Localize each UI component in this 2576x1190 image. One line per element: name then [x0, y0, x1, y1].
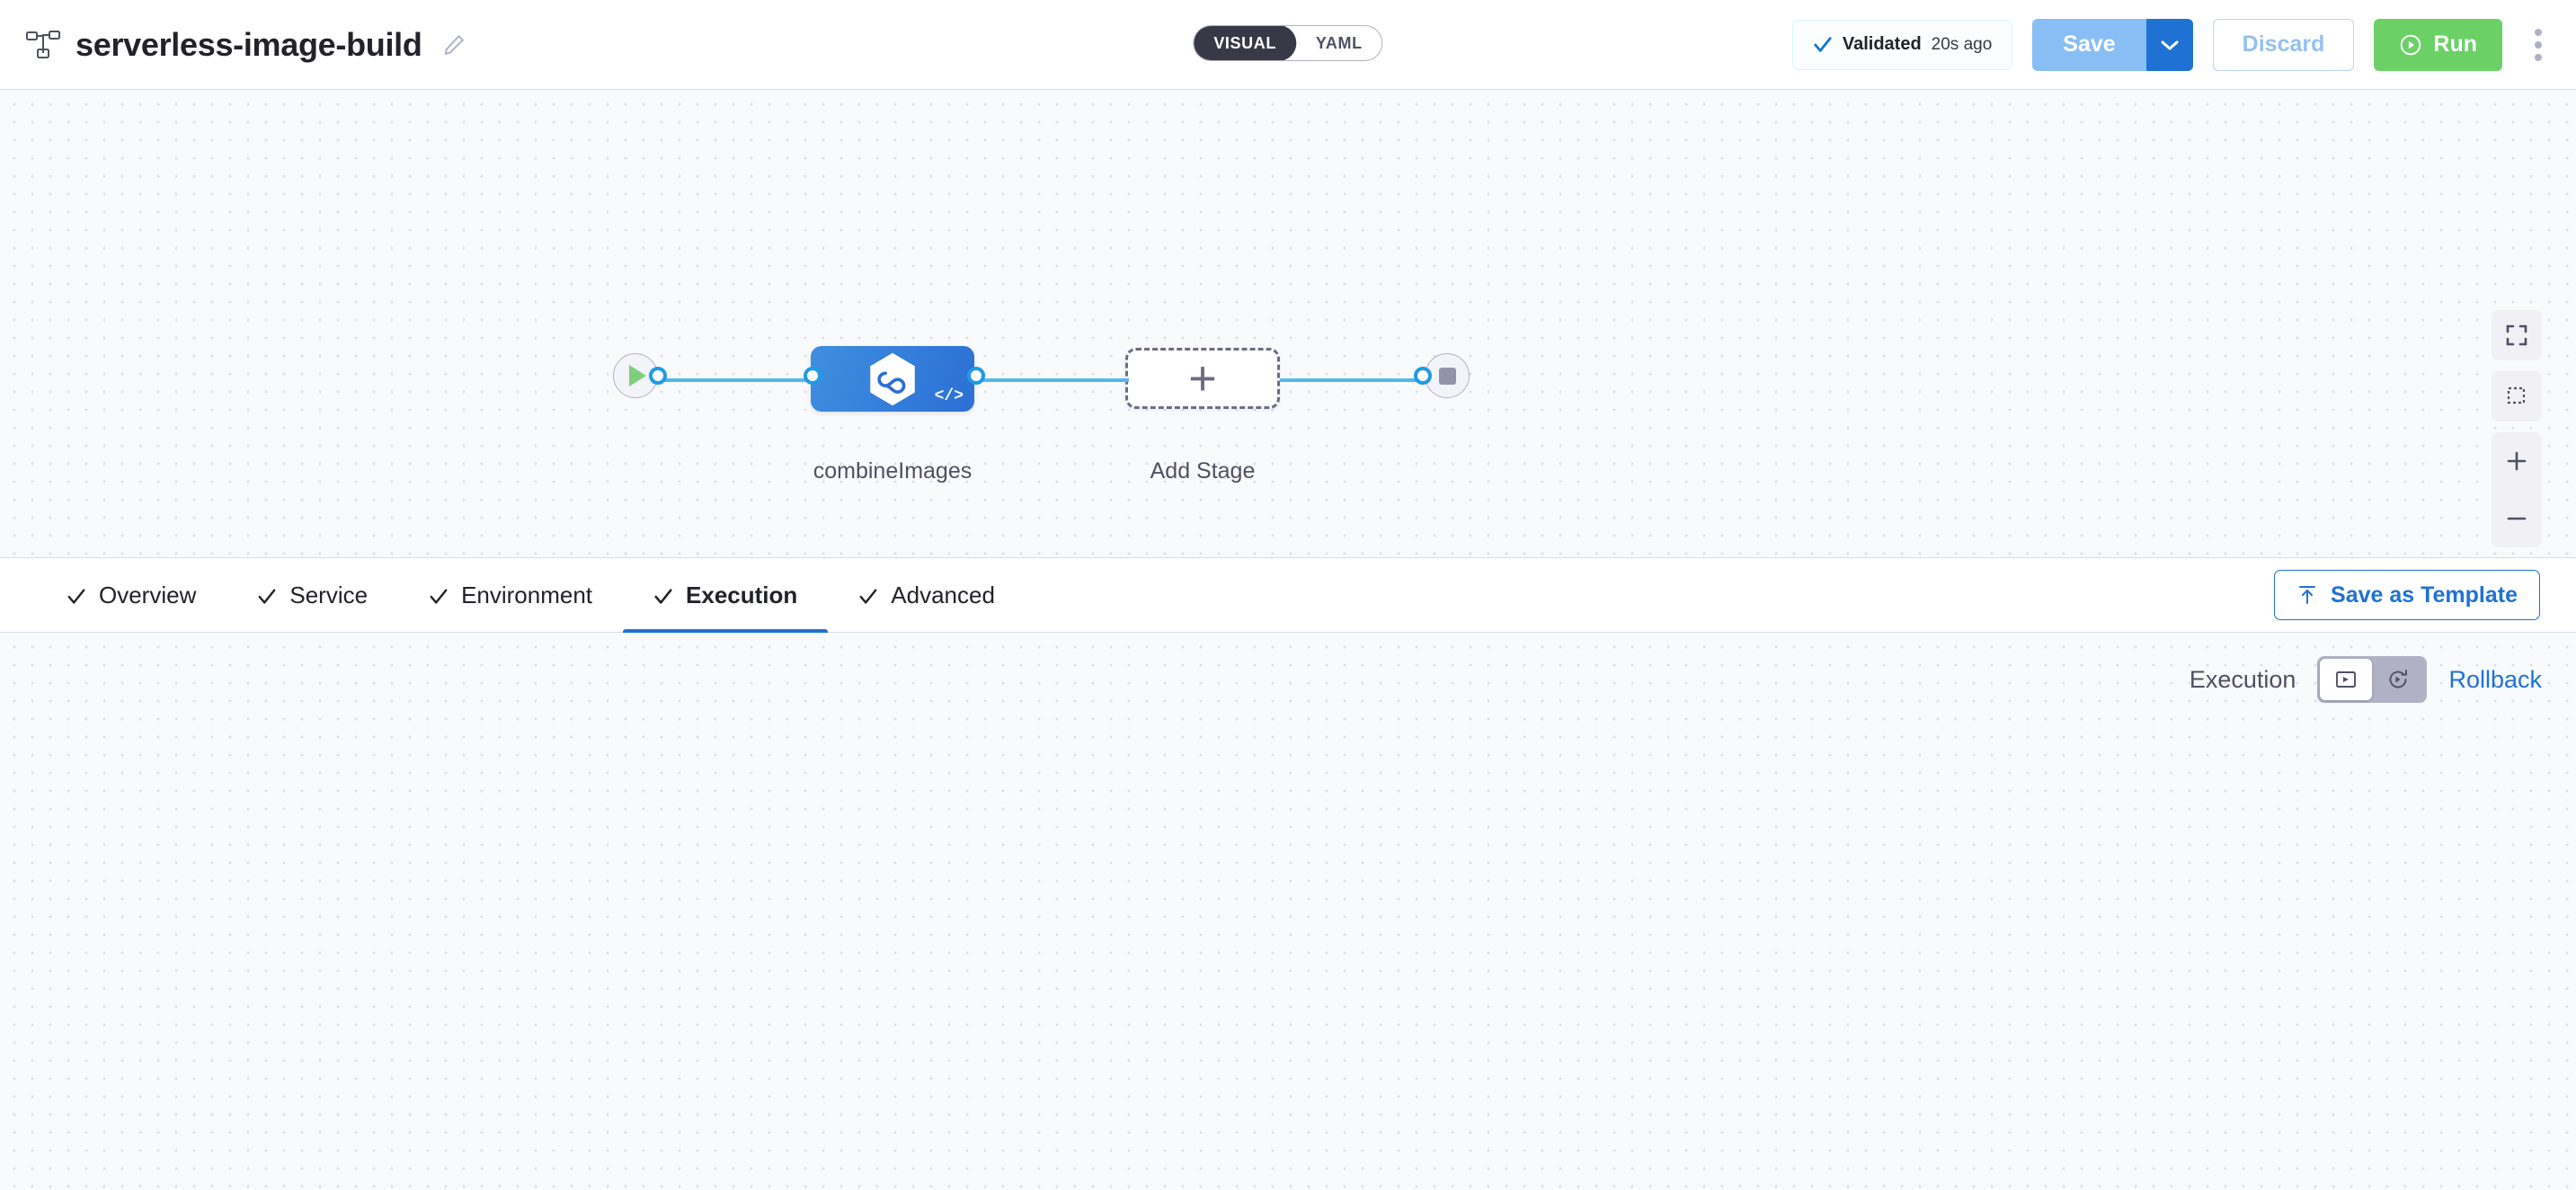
- discard-button[interactable]: Discard: [2212, 18, 2355, 71]
- fit-to-screen-button[interactable]: [2492, 310, 2542, 360]
- visual-mode-button[interactable]: VISUAL: [1194, 26, 1296, 60]
- edit-pencil-icon[interactable]: [442, 33, 466, 57]
- start-play-icon: [628, 365, 646, 386]
- end-stop-icon: [1438, 367, 1456, 385]
- status-badge: Validated 20s ago: [1791, 19, 2013, 70]
- add-stage-button[interactable]: +: [1125, 348, 1280, 409]
- tab-execution[interactable]: Execution: [623, 557, 829, 634]
- stage-in-port[interactable]: [804, 367, 822, 385]
- yaml-mode-button[interactable]: YAML: [1315, 33, 1363, 52]
- header-left-group: serverless-image-build: [25, 26, 466, 64]
- tab-label: Advanced: [891, 581, 995, 608]
- check-icon: [1813, 35, 1833, 55]
- page-title: serverless-image-build: [76, 25, 422, 63]
- end-port[interactable]: [1414, 367, 1432, 385]
- tab-label: Service: [289, 581, 369, 608]
- edge-addstage-to-end: [1280, 378, 1435, 382]
- tab-advanced[interactable]: Advanced: [828, 557, 1026, 633]
- edge-stage-to-addstage: [976, 378, 1129, 382]
- tab-label: Execution: [686, 581, 798, 608]
- execution-canvas[interactable]: Execution Rollback: [0, 633, 2576, 1190]
- header-actions: Validated 20s ago Save Discard Run: [1791, 18, 2551, 71]
- stage-out-port[interactable]: [967, 367, 985, 385]
- stage-canvas[interactable]: </> combineImages + Add Stage: [0, 90, 2576, 557]
- zoom-out-button[interactable]: [2492, 490, 2542, 547]
- stage-tabbar: Overview Service Environment Execution A…: [0, 557, 2576, 634]
- execution-toolbar: Execution Rollback: [2190, 656, 2542, 703]
- tab-label: Environment: [461, 581, 593, 608]
- rollback-link[interactable]: Rollback: [2448, 665, 2542, 693]
- check-icon: [429, 585, 449, 605]
- stage-label-combineimages: combineImages: [813, 458, 973, 484]
- zoom-controls: [2492, 432, 2542, 547]
- plus-icon: +: [1188, 351, 1217, 405]
- selection-box-button[interactable]: [2492, 371, 2542, 422]
- save-as-template-button[interactable]: Save as Template: [2274, 570, 2540, 620]
- stage-code-badge: </>: [934, 387, 964, 405]
- save-button[interactable]: Save: [2032, 18, 2146, 71]
- check-icon: [67, 585, 86, 605]
- tab-label: Overview: [99, 581, 197, 608]
- add-stage-label: Add Stage: [1150, 458, 1256, 484]
- tab-overview[interactable]: Overview: [36, 557, 227, 633]
- run-label: Run: [2433, 31, 2477, 57]
- tab-service[interactable]: Service: [227, 557, 398, 633]
- upload-template-icon: [2296, 584, 2318, 606]
- pipeline-icon: [25, 30, 61, 60]
- stage-node-combineimages[interactable]: </>: [811, 346, 974, 412]
- execution-view-button[interactable]: [2320, 659, 2373, 700]
- rollback-view-button[interactable]: [2372, 659, 2424, 700]
- run-button[interactable]: Run: [2374, 18, 2502, 71]
- check-icon: [858, 585, 878, 605]
- save-button-group: Save: [2032, 18, 2193, 71]
- validated-label: Validated: [1842, 34, 1922, 54]
- check-icon: [653, 585, 673, 605]
- validated-timestamp: 20s ago: [1931, 34, 1993, 54]
- canvas-controls: [2492, 310, 2542, 547]
- execution-label: Execution: [2189, 665, 2296, 693]
- save-as-template-label: Save as Template: [2331, 582, 2518, 608]
- check-icon: [257, 585, 277, 605]
- play-circle-icon: [2399, 33, 2422, 57]
- edge-start-to-stage: [658, 378, 811, 382]
- pipeline-header: serverless-image-build VISUAL YAML Valid…: [0, 0, 2576, 90]
- tab-environment[interactable]: Environment: [398, 557, 623, 633]
- view-mode-toggle: VISUAL YAML: [1193, 25, 1383, 61]
- harness-hexagon-infinity-icon: [860, 347, 925, 412]
- chevron-down-icon[interactable]: [2145, 18, 2193, 71]
- kebab-menu-icon[interactable]: [2526, 22, 2551, 68]
- start-port[interactable]: [649, 367, 667, 385]
- zoom-in-button[interactable]: [2492, 432, 2542, 490]
- execution-rollback-toggle: [2317, 656, 2428, 703]
